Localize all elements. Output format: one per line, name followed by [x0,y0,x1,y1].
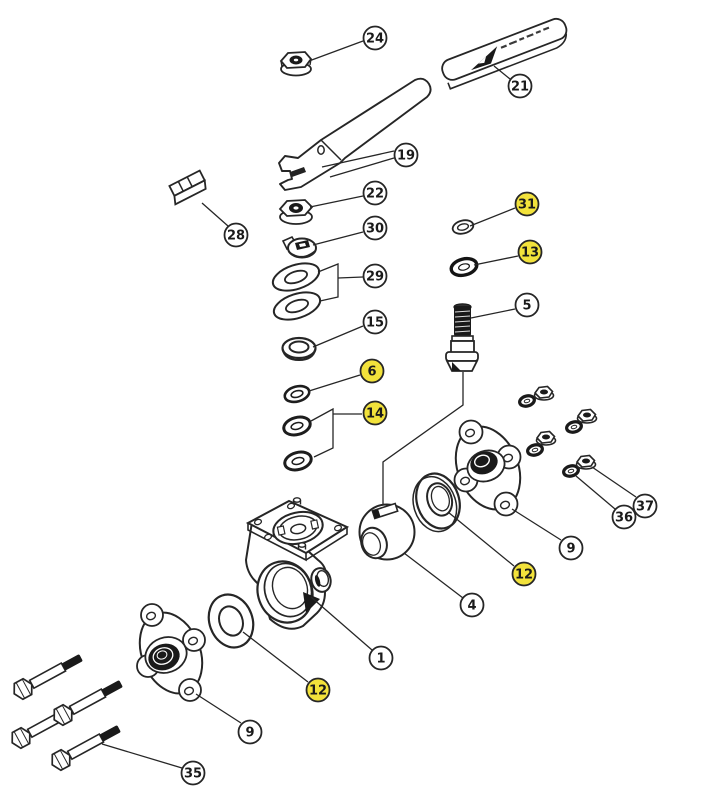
callout-21: 21 [507,73,533,99]
part-thrust-washer [283,384,311,404]
ball-bore [360,526,388,560]
leader-6 [308,374,361,392]
svg-text:9: 9 [566,542,575,557]
callout-12-left: 12 [305,677,331,703]
part-valve-body [244,497,350,630]
svg-text:29: 29 [366,270,384,285]
svg-text:19: 19 [397,149,415,164]
svg-text:35: 35 [184,767,202,782]
callout-31: 31 [514,191,540,217]
svg-text:21: 21 [511,80,529,95]
leader-21 [493,65,511,80]
part-handle-lever [278,77,432,191]
callout-24: 24 [362,25,388,51]
callout-22: 22 [362,180,388,206]
leader-29 [317,263,364,302]
grip-logo-text [500,26,550,49]
callout-12-right: 12 [511,561,537,587]
leader-9-right [511,508,562,541]
callout-4: 4 [459,592,485,618]
lever-slot [290,167,306,177]
part-handle-nut [279,51,313,77]
svg-text:1: 1 [376,652,385,667]
ball-slot [371,502,399,520]
callout-36: 36 [611,504,637,530]
callout-13: 13 [517,239,543,265]
callout-15: 15 [362,309,388,335]
part-seat-right [412,472,461,533]
part-trunnion-hardware [516,385,598,480]
part-end-flange-left [136,603,206,702]
leader-22 [309,195,364,208]
svg-text:37: 37 [636,500,654,515]
body-posts [292,497,307,550]
leader-12-left [242,631,309,683]
part-end-flange-right [453,419,522,517]
leader-9-left [195,693,242,724]
leader-12-right [447,511,515,567]
body-recess [272,510,324,546]
callouts: 24 21 19 22 30 29 15 31 [180,25,658,786]
svg-text:9: 9 [245,726,254,741]
part-gland-follower [281,336,317,362]
leader-15 [312,325,364,348]
callout-9-left: 9 [237,719,263,745]
leader-19 [321,150,395,178]
part-stem [445,303,479,372]
part-seat-left [207,593,255,649]
part-handle-grip [441,17,568,90]
leader-31 [469,207,516,227]
assembly-axis-line [382,372,464,507]
callout-14: 14 [362,400,388,426]
svg-text:22: 22 [366,187,384,202]
svg-text:5: 5 [522,299,531,314]
part-flange-bolts [7,648,127,774]
callout-1: 1 [368,645,394,671]
svg-text:31: 31 [518,198,536,213]
leader-37 [591,466,637,498]
body-mount-holes [253,502,343,541]
body-side-port [310,567,332,593]
part-handle-washers [271,262,322,321]
svg-text:30: 30 [366,222,384,237]
svg-text:6: 6 [367,365,376,380]
svg-text:12: 12 [515,568,533,583]
part-stem-washer [451,219,475,235]
callout-5: 5 [514,292,540,318]
part-stem-o-ring [449,256,479,278]
leader-5 [470,308,516,319]
leader-14 [310,407,362,458]
svg-text:14: 14 [366,407,384,422]
body-bore [256,560,314,624]
callout-leader-lines [101,40,637,769]
callout-19: 19 [393,142,419,168]
part-ball [358,502,416,561]
callout-29: 29 [362,263,388,289]
part-stem-nut [278,199,314,225]
leader-30 [312,231,364,246]
callout-6: 6 [359,358,385,384]
leader-24 [308,40,364,62]
part-gland [281,235,317,259]
leader-35 [101,743,183,769]
callout-28-label: 28 [227,229,245,244]
part-stem-packing-rings [282,415,313,472]
leader-4 [403,552,464,599]
leader-1 [310,596,373,651]
part-stop-plate [168,169,207,206]
leader-13 [473,255,519,266]
svg-text:4: 4 [467,599,476,614]
callout-37: 37 [632,493,658,519]
callout-9-right: 9 [558,535,584,561]
callout-28: 28 [201,202,249,248]
leader-36 [575,475,616,510]
svg-text:15: 15 [366,316,384,331]
callout-30: 30 [362,215,388,241]
svg-text:12: 12 [309,684,327,699]
svg-text:36: 36 [615,511,633,526]
svg-text:24: 24 [366,32,384,47]
svg-text:13: 13 [521,246,539,261]
callout-35: 35 [180,760,206,786]
